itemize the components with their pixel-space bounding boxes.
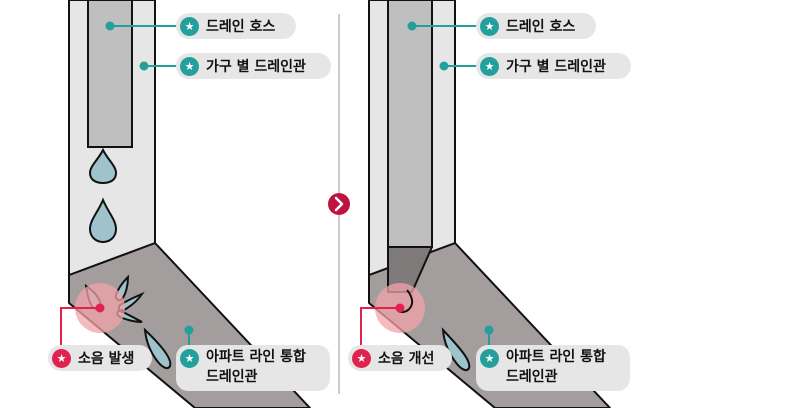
left-pipe-leader-dot	[139, 61, 149, 71]
right-drain-hose-label: ★ 드레인 호스	[476, 13, 596, 39]
left-water-drop-1	[88, 147, 118, 185]
left-water-drop-2	[88, 197, 118, 244]
left-noise-label: ★ 소음 발생	[48, 345, 152, 371]
transition-arrow	[328, 193, 350, 215]
left-furniture-drain-text: 가구 별 드레인관	[206, 59, 306, 75]
star-icon: ★	[180, 349, 199, 368]
right-hose-leader-dot	[407, 21, 417, 31]
chevron-right-icon	[328, 193, 350, 215]
right-drain-hose	[387, 0, 433, 248]
left-apartment-drain-line-1: 아파트 라인 통합	[206, 349, 306, 365]
left-flow-drop	[143, 327, 172, 370]
left-noise-leader	[60, 307, 100, 345]
right-furniture-drain-label: ★ 가구 별 드레인관	[476, 53, 631, 79]
right-noise-label: ★ 소음 개선	[348, 345, 452, 371]
right-pipe-leader-dot	[439, 61, 449, 71]
star-icon: ★	[52, 348, 71, 368]
right-apartment-drain-line-2: 드레인관	[506, 369, 558, 385]
star-icon: ★	[480, 349, 499, 368]
left-drain-hose-label: ★ 드레인 호스	[176, 13, 296, 39]
left-apartment-drain-text: 아파트 라인 통합 드레인관	[206, 345, 306, 387]
star-icon: ★	[480, 56, 499, 76]
right-noise-leader	[360, 307, 400, 345]
chevron-right-glyph	[334, 196, 344, 212]
left-apartment-drain-line-2: 드레인관	[206, 369, 258, 385]
left-furniture-drain-label: ★ 가구 별 드레인관	[176, 53, 331, 79]
star-icon: ★	[480, 16, 499, 36]
left-noise-text: 소음 발생	[78, 351, 135, 367]
right-apartment-drain-line-1: 아파트 라인 통합	[506, 349, 606, 365]
left-apartment-drain-label: ★ 아파트 라인 통합 드레인관	[176, 345, 330, 391]
star-icon: ★	[180, 16, 199, 36]
right-drain-hose-text: 드레인 호스	[506, 19, 576, 35]
right-apartment-leader-dot	[484, 325, 494, 335]
left-apartment-leader-dot	[184, 325, 194, 335]
left-drain-hose-text: 드레인 호스	[206, 19, 276, 35]
star-icon: ★	[180, 56, 199, 76]
star-icon: ★	[352, 348, 371, 368]
right-furniture-drain-text: 가구 별 드레인관	[506, 59, 606, 75]
right-apartment-drain-text: 아파트 라인 통합 드레인관	[506, 345, 606, 387]
right-apartment-drain-label: ★ 아파트 라인 통합 드레인관	[476, 345, 630, 391]
right-noise-text: 소음 개선	[378, 351, 435, 367]
left-hose-leader-dot	[105, 21, 115, 31]
